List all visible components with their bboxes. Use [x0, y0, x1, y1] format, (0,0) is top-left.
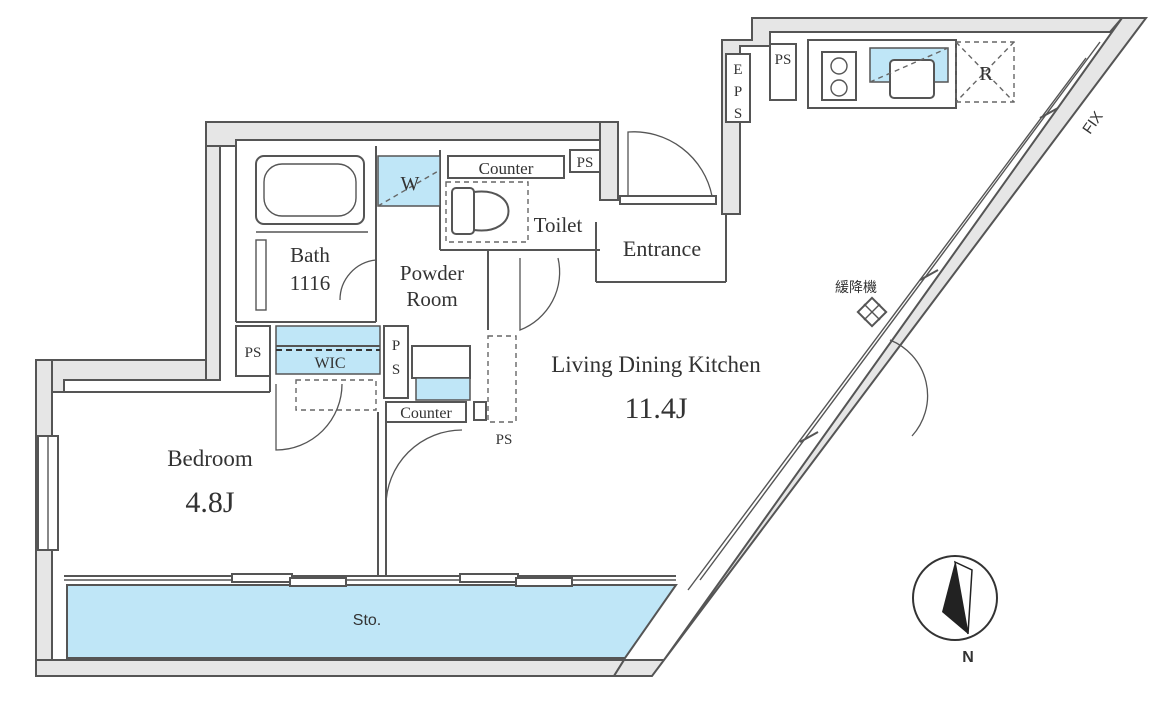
fridge-label: R [979, 63, 993, 85]
counter-top [447, 155, 565, 179]
bathtub-icon [255, 155, 365, 225]
bath-size-label: 1116 [290, 271, 330, 295]
wic-label: WIC [314, 355, 345, 372]
washer-label: W [401, 173, 420, 195]
ps-toilet-label: PS [577, 155, 594, 171]
ps-kitchen [769, 43, 797, 101]
ps-kitchen-label: PS [775, 52, 792, 68]
ps-wic-left [235, 325, 271, 377]
ps-wic-left-label: PS [245, 345, 262, 361]
outer-walls [35, 17, 1149, 677]
counter-bottom-label: Counter [400, 405, 452, 422]
storage-sliding-doors [231, 573, 573, 587]
eps-box [725, 53, 751, 123]
bath-label: Bath [290, 243, 330, 267]
ps-toilet [569, 149, 601, 173]
ldk-size-label: 11.4J [624, 392, 687, 425]
washer-icon [377, 155, 441, 207]
ps-wic-right-label-2: S [392, 362, 400, 378]
eps-label-2: P [734, 84, 742, 100]
ps-wic-right-label-1: P [392, 338, 400, 354]
compass-north-label: N [962, 649, 974, 666]
counter-top-label: Counter [479, 159, 534, 178]
evacuator-label: 緩降機 [835, 279, 877, 295]
eps-label-1: E [733, 62, 742, 78]
toilet-icon [451, 187, 510, 235]
counter-fixture [415, 377, 471, 401]
bedroom-label: Bedroom [167, 446, 253, 471]
diagonal-window [687, 41, 1101, 591]
ps-wic-right [383, 325, 409, 399]
entrance-label: Entrance [623, 236, 701, 261]
stove-icon [821, 51, 857, 101]
powder-room-label-1: Powder [400, 261, 464, 285]
fix-label: FIX [1079, 108, 1106, 137]
counter-bottom [385, 401, 467, 423]
compass-icon [912, 555, 998, 641]
storage-label: Sto. [353, 612, 381, 629]
sink-icon [889, 59, 935, 99]
bedroom-size-label: 4.8J [185, 486, 235, 519]
ps-ldk-label: PS [496, 432, 513, 448]
toilet-label: Toilet [534, 213, 583, 237]
fridge-icon [955, 41, 1015, 103]
evacuator-icon [856, 296, 888, 328]
ldk-label: Living Dining Kitchen [551, 352, 761, 377]
eps-label-3: S [734, 106, 742, 122]
interior-walls [64, 146, 727, 581]
storage-area [66, 584, 678, 659]
powder-room-label-2: Room [406, 287, 457, 311]
